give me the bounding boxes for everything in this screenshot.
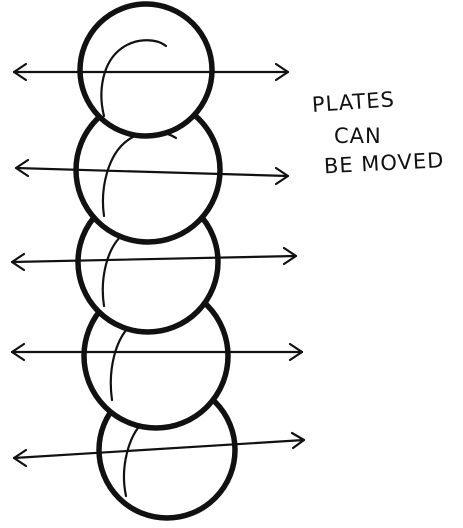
caption: PLATES CAN BE MOVED	[312, 90, 462, 183]
plate-1	[80, 4, 212, 136]
caption-line-3: BE MOVED	[311, 144, 462, 183]
